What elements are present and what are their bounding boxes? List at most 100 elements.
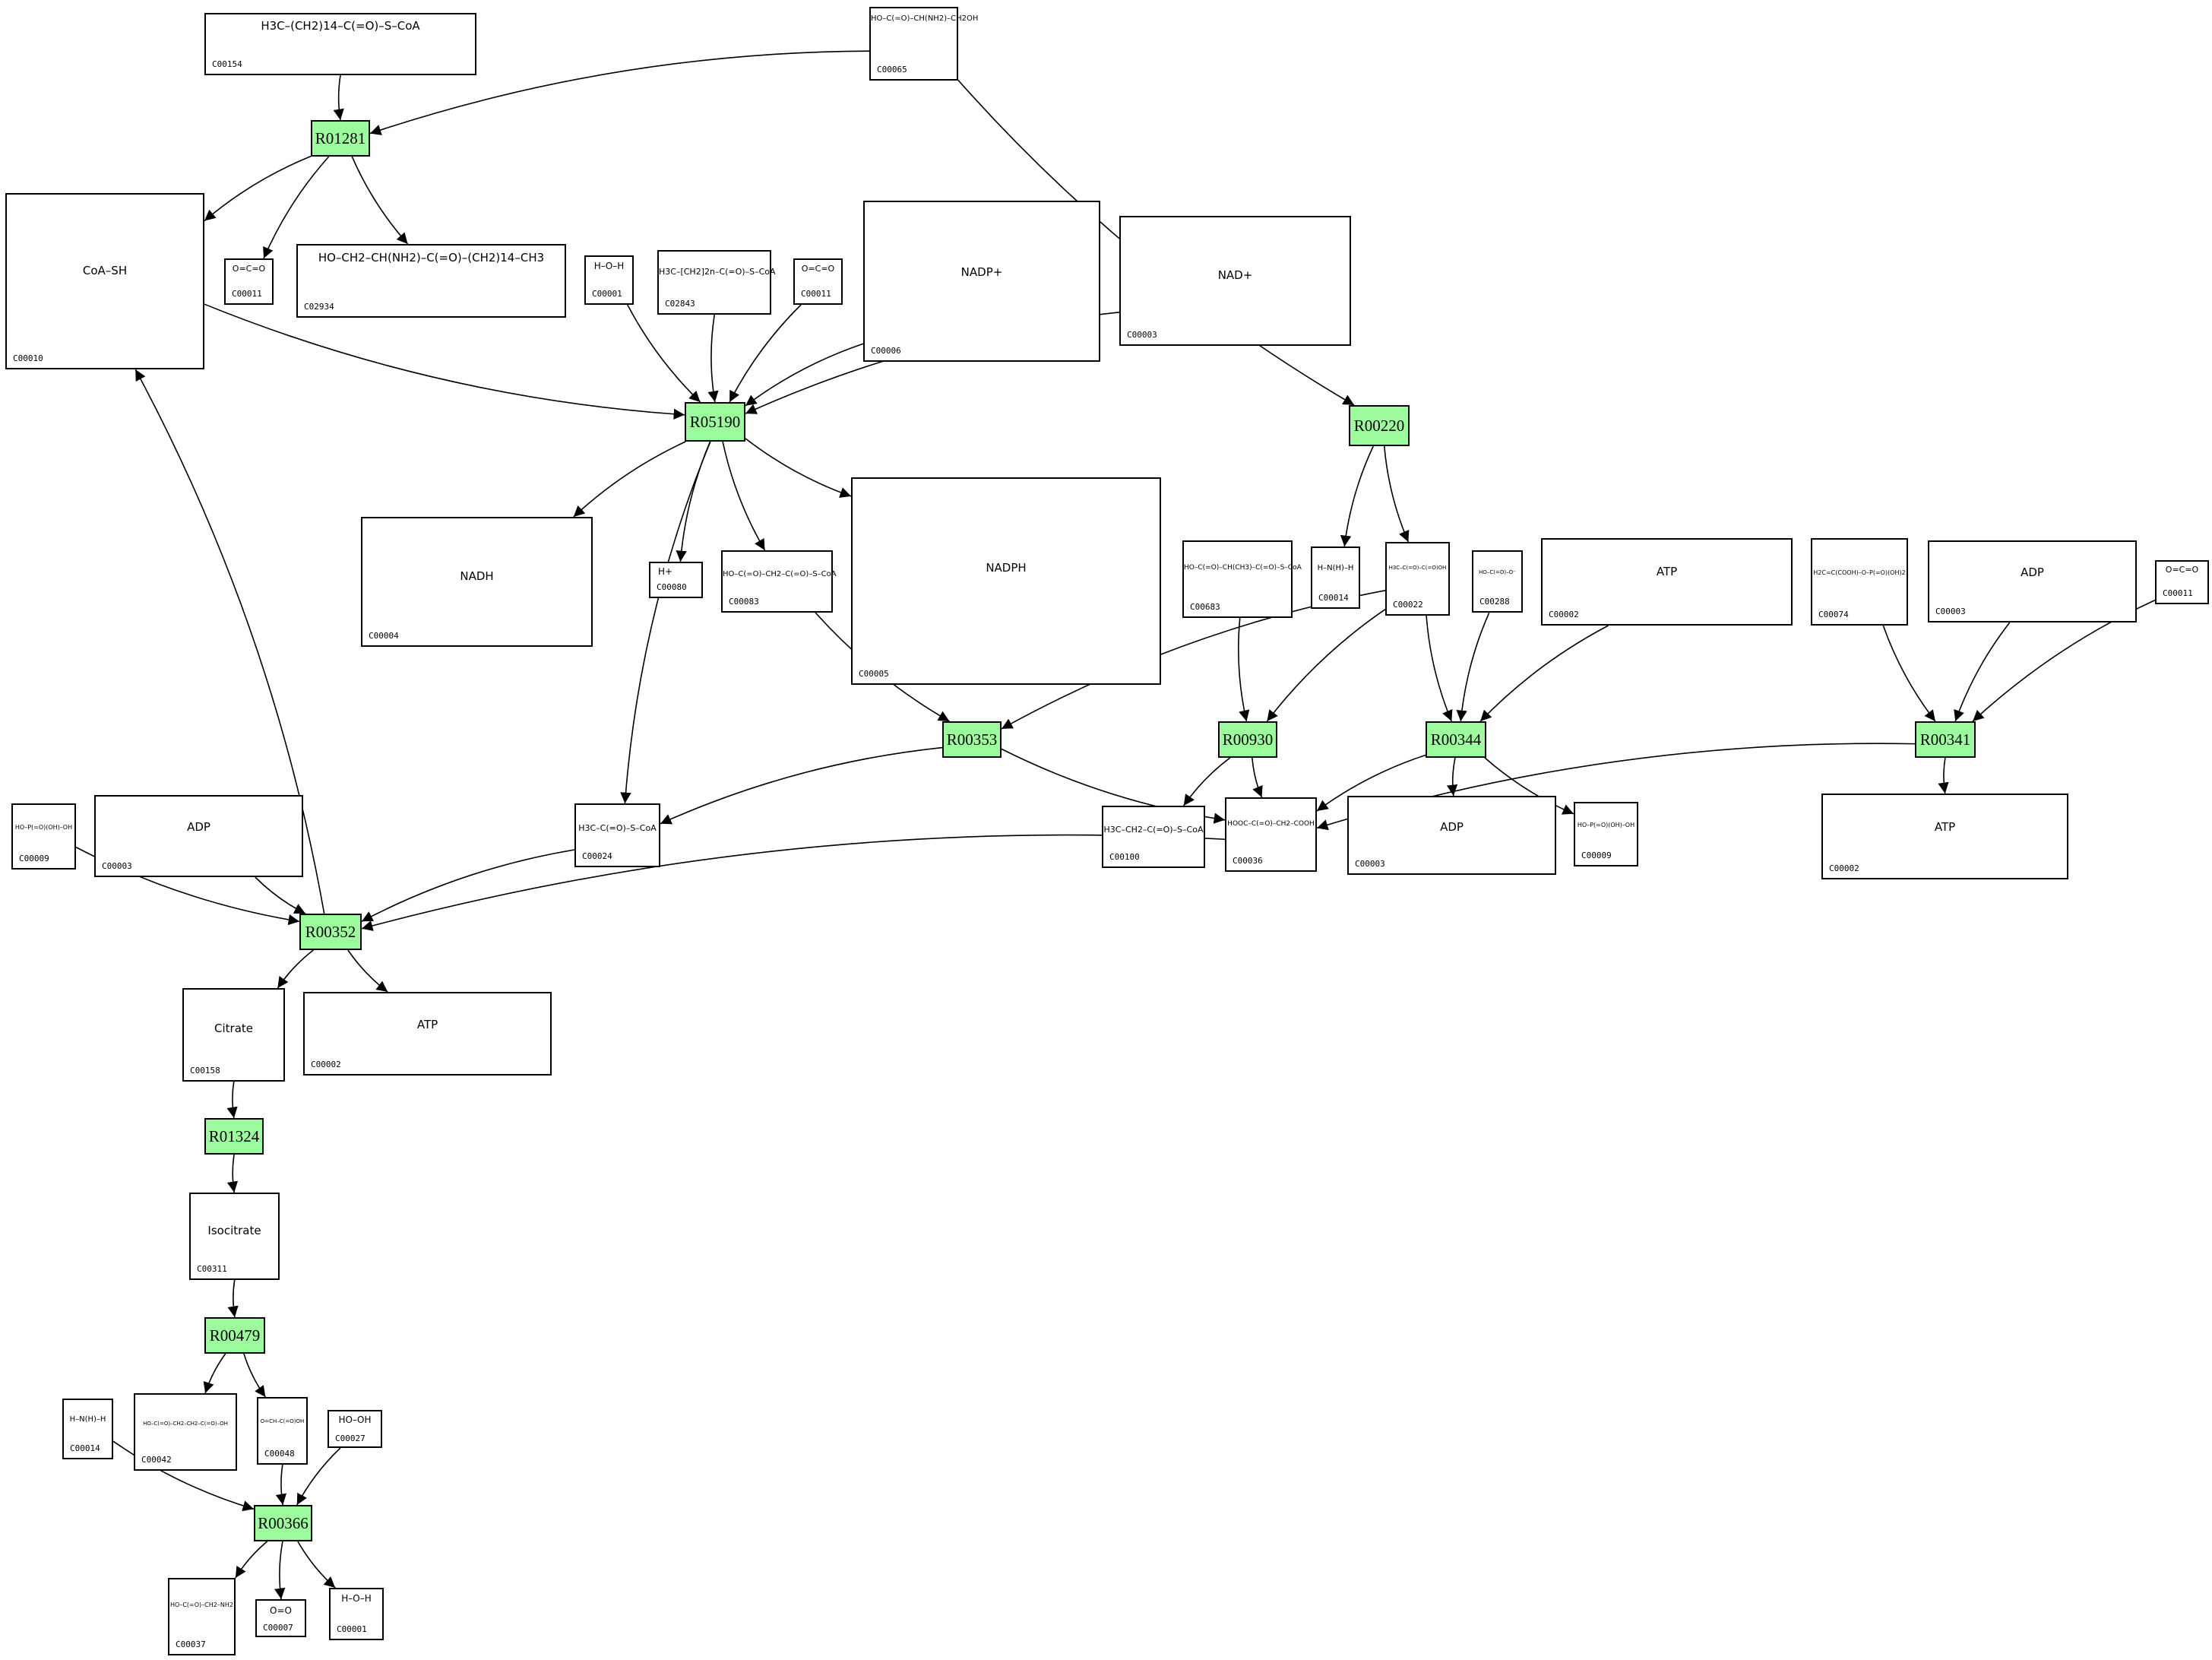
- compound-id-label: C00001: [592, 289, 622, 299]
- compound-node-c00002[interactable]: ATP C00002: [303, 992, 552, 1076]
- compound-structure: NADPH: [986, 560, 1027, 575]
- compound-id-label: C00010: [13, 353, 43, 363]
- compound-id-label: C00002: [1549, 610, 1579, 619]
- compound-node-c00311[interactable]: Isocitrate C00311: [189, 1193, 280, 1280]
- compound-node-c00003[interactable]: ADP C00003: [1347, 796, 1556, 875]
- edge-c00154-to-r01281: [333, 74, 344, 121]
- compound-structure: NADP+: [960, 265, 1003, 280]
- compound-id-label: C00288: [1479, 597, 1510, 607]
- compound-node-c00037[interactable]: HO–C(=O)–CH2–NH2 C00037: [168, 1578, 236, 1655]
- compound-node-c00022[interactable]: H3C–C(=O)–C(=O)OH C00022: [1385, 542, 1450, 616]
- compound-node-c00002[interactable]: ATP C00002: [1821, 794, 2068, 879]
- edge-c00022-to-r00344: [1426, 615, 1453, 722]
- compound-id-label: C00011: [801, 289, 831, 299]
- compound-node-c00036[interactable]: HOOC–C(=O)–CH2–COOH C00036: [1225, 797, 1317, 872]
- compound-node-c00009[interactable]: HO–P(=O)(OH)–OH C00009: [11, 803, 76, 870]
- compound-node-c00083[interactable]: HO–C(=O)–CH2–C(=O)–S–CoA C00083: [721, 550, 837, 613]
- compound-structure: O=C=O: [801, 263, 835, 274]
- reaction-node-r00220[interactable]: R00220: [1349, 405, 1410, 446]
- edge-r00220-to-c00014a: [1340, 445, 1374, 547]
- compound-node-c00014[interactable]: H–N(H)–H C00014: [62, 1399, 113, 1459]
- edge-r00344-to-c00036: [1316, 754, 1426, 812]
- compound-node-c00003[interactable]: NAD+ C00003: [1119, 216, 1351, 346]
- reaction-node-r00352[interactable]: R00352: [299, 914, 362, 950]
- compound-node-c00011[interactable]: O=C=O C00011: [224, 258, 274, 305]
- compound-structure: HO–CH2–CH(NH2)–C(=O)–(CH2)14–CH3: [318, 251, 545, 265]
- compound-id-label: C00036: [1233, 856, 1263, 866]
- compound-structure: H3C–[CH2]2n–C(=O)–S–CoA: [659, 267, 776, 277]
- edge-r00344-to-c00009b: [1484, 757, 1574, 815]
- reaction-node-r00353[interactable]: R00353: [942, 721, 1002, 758]
- compound-node-c00683[interactable]: HO–C(=O)–CH(CH3)–C(=O)–S–CoA C00683: [1182, 540, 1302, 618]
- compound-id-label: C00027: [335, 1433, 366, 1443]
- edge-r00930-to-c00036: [1252, 757, 1263, 798]
- compound-node-c00100[interactable]: H3C–CH2–C(=O)–S–CoA C00100: [1102, 806, 1205, 868]
- compound-node-c00007[interactable]: O=O C00007: [255, 1599, 306, 1637]
- reaction-node-r00930[interactable]: R00930: [1218, 721, 1277, 758]
- compound-node-c02843[interactable]: H3C–[CH2]2n–C(=O)–S–CoA C02843: [657, 250, 776, 315]
- reaction-node-r05190[interactable]: R05190: [685, 402, 745, 442]
- edge-r00930-to-c00100: [1183, 757, 1231, 806]
- edge-c00311-to-r00479: [227, 1279, 239, 1318]
- edge-c00003b-to-r00341: [1954, 622, 2011, 722]
- compound-node-c00042[interactable]: HO–C(=O)–CH2–CH2–C(=O)–OH C00042: [134, 1393, 237, 1471]
- compound-node-c00080[interactable]: H+ C00080: [649, 562, 703, 598]
- reaction-node-r01281[interactable]: R01281: [311, 120, 370, 157]
- compound-node-c00009[interactable]: HO–P(=O)(OH)–OH C00009: [1574, 802, 1638, 866]
- compound-id-label: C00002: [311, 1060, 341, 1069]
- edge-r00479-to-c00048: [243, 1353, 266, 1398]
- compound-structure: H+: [658, 565, 673, 577]
- reaction-node-r00479[interactable]: R00479: [204, 1317, 265, 1354]
- compound-id-label: C00001: [337, 1624, 367, 1634]
- edge-c00010-to-r05190: [204, 303, 685, 420]
- compound-structure: HO–C(=O)–CH(CH3)–C(=O)–S–CoA: [1184, 564, 1302, 572]
- compound-node-c02934[interactable]: HO–CH2–CH(NH2)–C(=O)–(CH2)14–CH3 C02934: [296, 244, 566, 318]
- compound-node-c00011[interactable]: O=C=O C00011: [793, 258, 843, 305]
- compound-node-c00010[interactable]: CoA–SH C00010: [5, 193, 204, 369]
- compound-node-c00004[interactable]: NADH C00004: [361, 517, 593, 647]
- compound-node-c00048[interactable]: O=CH–C(=O)OH C00048: [257, 1397, 308, 1465]
- reaction-node-r00344[interactable]: R00344: [1426, 721, 1486, 758]
- compound-node-c00003[interactable]: ADP C00003: [94, 795, 303, 877]
- compound-id-label: C00154: [212, 59, 242, 69]
- compound-node-c00074[interactable]: H2C=C(COOH)–O–P(=O)(OH)2 C00074: [1811, 538, 1908, 626]
- compound-structure: ADP: [2021, 565, 2044, 580]
- compound-structure: H3C–CH2–C(=O)–S–CoA: [1103, 825, 1204, 835]
- compound-node-c00011[interactable]: O=C=O C00011: [2155, 560, 2209, 604]
- edge-c02843-to-r05190: [707, 314, 719, 403]
- compound-node-c00065[interactable]: HO–C(=O)–CH(NH2)–CH2OH C00065: [869, 7, 978, 81]
- compound-node-c00005[interactable]: NADPH C00005: [851, 477, 1161, 685]
- compound-structure: CoA–SH: [82, 264, 128, 278]
- compound-node-c00154[interactable]: H3C–(CH2)14–C(=O)–S–CoA C00154: [204, 13, 476, 75]
- compound-id-label: C00042: [141, 1455, 172, 1465]
- compound-structure: H2C=C(COOH)–O–P(=O)(OH)2: [1813, 569, 1906, 576]
- compound-id-label: C00003: [1355, 859, 1385, 869]
- compound-id-label: C00003: [102, 861, 132, 871]
- compound-node-c00002[interactable]: ATP C00002: [1541, 538, 1793, 626]
- compound-structure: H–N(H)–H: [69, 1415, 106, 1424]
- compound-structure: O=C=O: [232, 263, 266, 274]
- compound-id-label: C00004: [369, 631, 399, 641]
- compound-id-label: C00007: [263, 1623, 293, 1633]
- edge-c00683-to-r00930: [1238, 617, 1250, 722]
- compound-node-c00158[interactable]: Citrate C00158: [182, 988, 285, 1082]
- reaction-node-r01324[interactable]: R01324: [204, 1118, 264, 1155]
- reaction-node-r00366[interactable]: R00366: [254, 1505, 312, 1541]
- reaction-node-r00341[interactable]: R00341: [1915, 721, 1976, 758]
- compound-node-c00003[interactable]: ADP C00003: [1928, 540, 2137, 622]
- compound-node-c00027[interactable]: HO–OH C00027: [328, 1410, 382, 1448]
- edge-r00220-to-c00022: [1383, 445, 1410, 543]
- compound-structure: ADP: [187, 820, 210, 835]
- compound-node-c00024[interactable]: H3C–C(=O)–S–CoA C00024: [574, 803, 660, 867]
- compound-node-c00001[interactable]: H–O–H C00001: [584, 255, 634, 305]
- compound-node-c00001[interactable]: H–O–H C00001: [329, 1588, 384, 1640]
- compound-node-c00014[interactable]: H–N(H)–H C00014: [1311, 546, 1360, 609]
- compound-id-label: C00002: [1829, 863, 1859, 873]
- compound-id-label: C00065: [877, 65, 907, 74]
- edge-r05190-to-c00083: [722, 441, 766, 551]
- compound-structure: H3C–(CH2)14–C(=O)–S–CoA: [261, 19, 420, 33]
- compound-node-c00288[interactable]: HO–C(=O)–O⁻ C00288: [1472, 550, 1523, 613]
- compound-structure: O=C=O: [2165, 565, 2199, 575]
- compound-id-label: C00009: [19, 854, 49, 863]
- compound-node-c00006[interactable]: NADP+ C00006: [863, 201, 1100, 362]
